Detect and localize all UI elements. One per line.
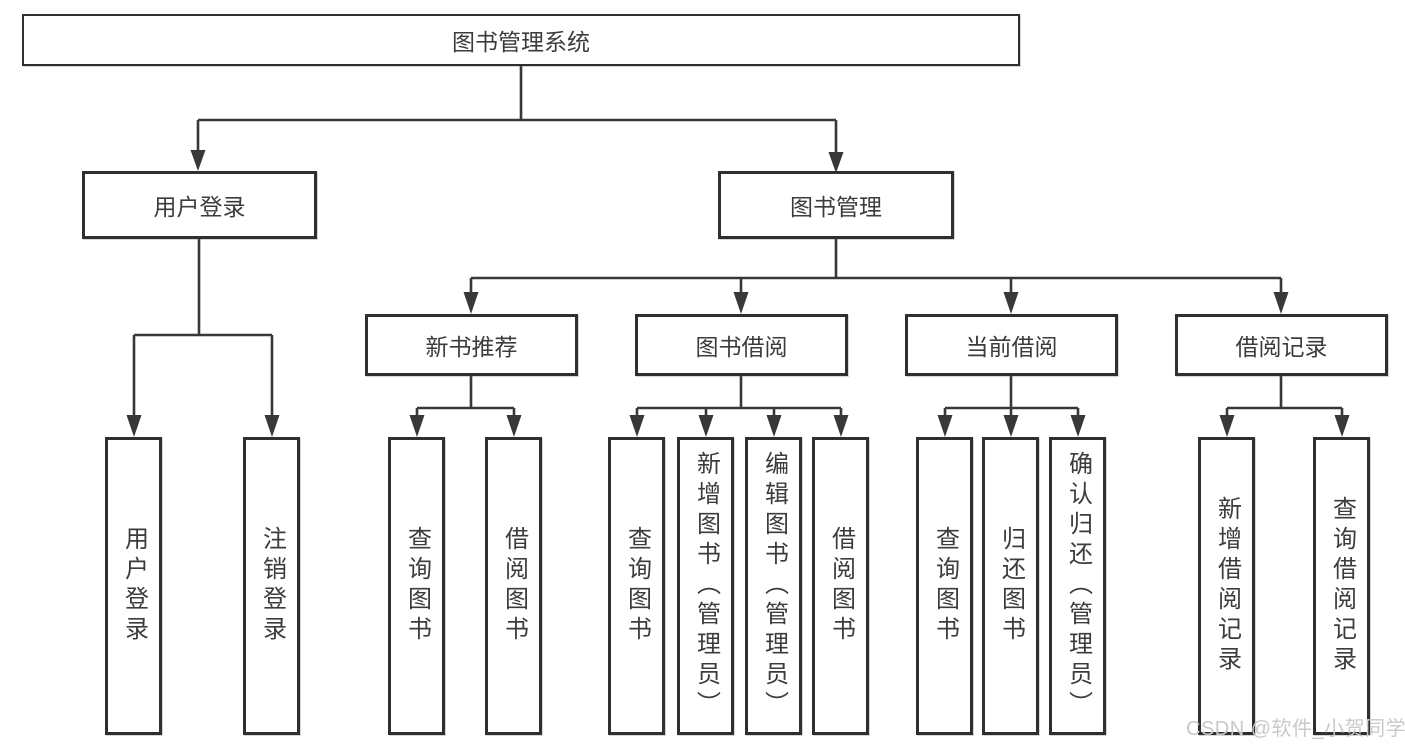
node-label: 图书管理系统 [452,29,590,55]
leaf-label: 查询图书 [623,526,651,646]
leaf-label: 查询图书 [931,526,959,646]
leaf-borrow-books: 借阅图书 [812,437,869,735]
leaf-add-borrow-record: 新增借阅记录 [1198,437,1255,735]
leaf-label: 查询图书 [403,526,431,646]
leaf-label: 查询借阅记录 [1328,496,1356,676]
leaf-label: 编辑图书（管理员） [760,451,788,721]
node-label: 图书借阅 [695,334,788,360]
leaf-add-books-admin: 新增图书（管理员） [677,437,734,735]
leaf-return-books: 归还图书 [982,437,1039,735]
node-label: 图书管理 [790,194,882,220]
leaf-query-books-current: 查询图书 [916,437,973,735]
leaf-label: 新增借阅记录 [1213,496,1241,676]
watermark: CSDN @软件_小贺同学 [1186,718,1405,740]
leaf-label: 归还图书 [997,526,1025,646]
node-label: 新书推荐 [425,334,518,360]
node-borrow-records: 借阅记录 [1175,314,1388,376]
leaf-confirm-return-admin: 确认归还（管理员） [1049,437,1106,735]
node-current-borrowing: 当前借阅 [905,314,1118,376]
leaf-label: 确认归还（管理员） [1064,451,1092,721]
node-library-management-system: 图书管理系统 [22,14,1020,66]
leaf-query-books-recommend: 查询图书 [388,437,445,735]
leaf-label: 新增图书（管理员） [692,451,720,721]
leaf-user-login: 用户登录 [105,437,162,735]
leaf-label: 借阅图书 [827,526,855,646]
node-label: 借阅记录 [1235,334,1328,360]
leaf-query-books-borrowing: 查询图书 [608,437,665,735]
node-book-management: 图书管理 [718,171,954,239]
node-label: 用户登录 [153,194,246,220]
node-book-borrowing: 图书借阅 [635,314,848,376]
leaf-label: 注销登录 [258,526,286,646]
node-new-book-recommend: 新书推荐 [365,314,578,376]
node-label: 当前借阅 [965,334,1058,360]
leaf-query-borrow-record: 查询借阅记录 [1313,437,1370,735]
leaf-borrow-books-recommend: 借阅图书 [485,437,542,735]
leaf-label: 借阅图书 [500,526,528,646]
leaf-label: 用户登录 [120,526,148,646]
leaf-edit-books-admin: 编辑图书（管理员） [745,437,802,735]
node-user-login-group: 用户登录 [82,171,317,239]
leaf-logout: 注销登录 [243,437,300,735]
